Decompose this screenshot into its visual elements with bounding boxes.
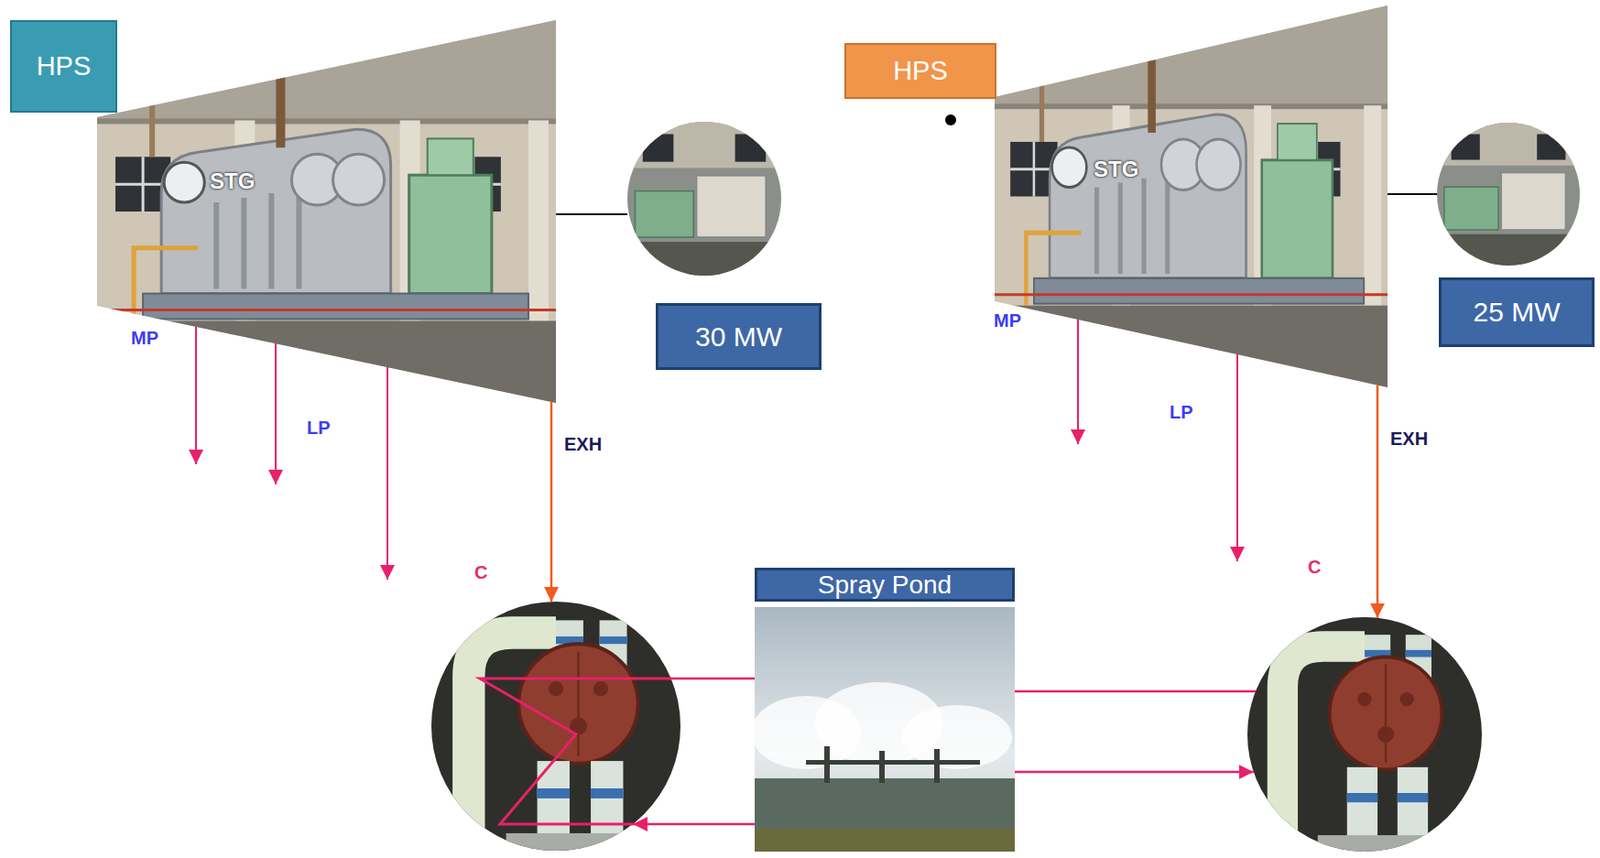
flow-connector [550,402,554,602]
flow-connector [1376,385,1380,619]
source-label: HPS [36,51,92,82]
turbine-photo [97,20,556,403]
flow-connector [1014,771,1254,774]
source-box: HPS [10,20,118,113]
stream-label: LP [306,417,331,439]
spray-pond: Spray Pond [754,567,1015,852]
connector-label: EXH [562,434,604,456]
condenser-photo [1247,617,1482,852]
condenser-label: C [474,562,488,584]
shaft-line [1387,193,1437,196]
source-box: HPS [844,43,997,99]
rating-label: 25 MW [1472,296,1560,328]
rating-box: 25 MW [1438,277,1595,348]
cooling-water-path [479,678,672,825]
dot [945,114,957,126]
equipment-label: STG [1093,156,1139,183]
flow-connector [1014,690,1256,694]
stream-label: MP [993,310,1022,332]
source-label: HPS [892,55,948,87]
flow-connector [632,823,755,827]
generator-photo [1436,122,1580,266]
connector-label: EXH [1388,428,1430,450]
rating-box: 30 MW [655,303,822,371]
shaft-line [555,213,628,216]
condenser: C [1247,617,1482,852]
stream-label: LP [1169,402,1194,424]
turbine-generator: STG [97,20,556,403]
stream-label: MP [130,327,159,349]
rating-label: 30 MW [695,321,783,353]
condenser-photo [431,601,681,851]
flow-connector [671,677,755,681]
condenser-label: C [1307,556,1321,578]
spray-pond-photo [751,607,1015,852]
title-band: Spray Pond [754,567,1015,602]
pond-label: Spray Pond [817,570,952,600]
turbine-generator: STG [994,5,1388,388]
generator-photo [627,121,782,276]
turbine-photo [994,5,1388,388]
equipment-label: STG [209,168,255,195]
condenser: C [431,601,681,851]
